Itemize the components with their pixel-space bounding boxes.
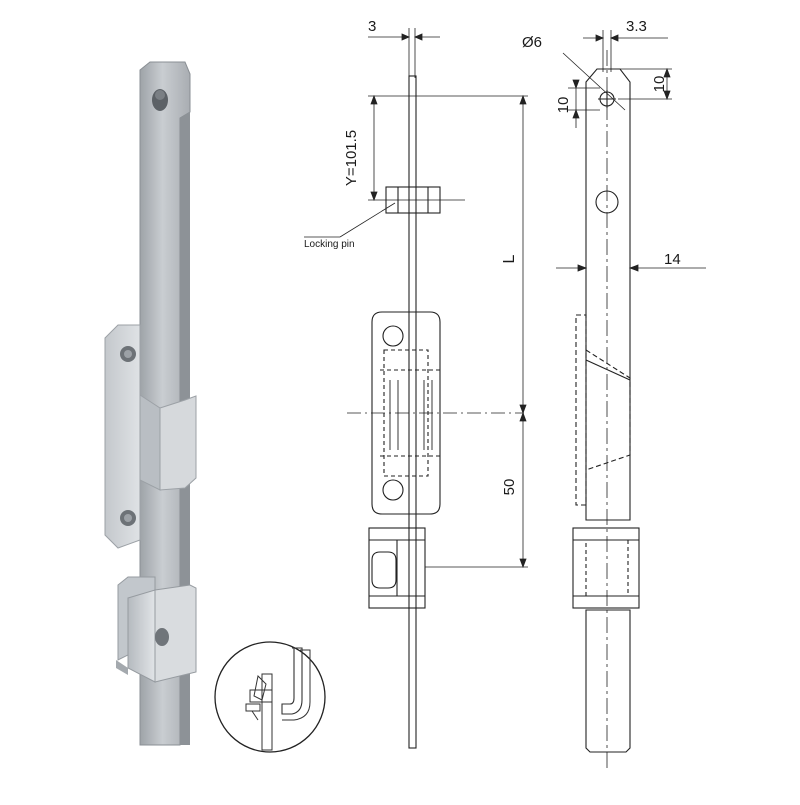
locking-pin-label: Locking pin <box>304 239 355 250</box>
dim-tip-offset: 3.3 <box>626 18 647 35</box>
front-view-drawing <box>572 50 640 770</box>
side-view-drawing <box>347 28 524 749</box>
dim-rod-thickness: 3 <box>368 18 376 35</box>
front-view-dimensions <box>556 30 706 272</box>
dim-rod-length: L <box>501 254 518 263</box>
detail-circle-view <box>214 641 326 753</box>
dim-rod-width: 14 <box>664 251 681 268</box>
dim-guide-offset: 50 <box>501 479 518 496</box>
dim-locking-pin-position: Y=101.5 <box>343 130 360 186</box>
dim-top-right-height: 10 <box>651 76 668 93</box>
side-view-dimensions <box>304 33 528 569</box>
dim-top-left-height: 10 <box>555 97 572 114</box>
dim-hole-diameter: Ø6 <box>522 34 542 51</box>
rod-3d-render <box>104 61 197 746</box>
